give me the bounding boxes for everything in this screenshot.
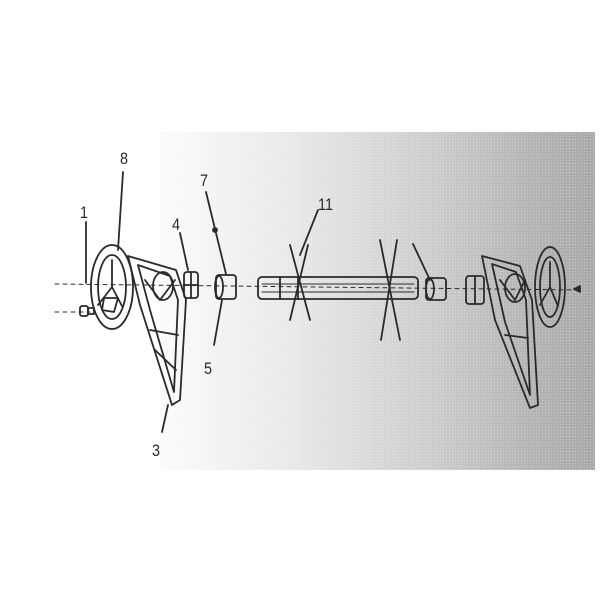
leader-line-5 bbox=[213, 299, 223, 346]
bushing-part bbox=[214, 274, 237, 300]
left-bracket-part bbox=[127, 255, 187, 406]
leader-line-8 bbox=[117, 171, 124, 251]
callout-4: 4 bbox=[172, 215, 181, 234]
right-wheel-part bbox=[534, 246, 581, 328]
callout-1: 1 bbox=[80, 203, 89, 222]
axle-part bbox=[257, 239, 419, 341]
gradient-background-band bbox=[160, 132, 595, 470]
left-wheel-part bbox=[90, 244, 134, 330]
bolt-part bbox=[79, 305, 95, 317]
bearing-part bbox=[183, 271, 199, 299]
leader-line-4 bbox=[179, 232, 189, 271]
callout-5: 5 bbox=[204, 359, 213, 378]
callout-7: 7 bbox=[200, 171, 209, 190]
right-bearing-part bbox=[465, 275, 485, 305]
callout-11: 11 bbox=[318, 195, 334, 214]
leader-line-11 bbox=[299, 209, 319, 256]
right-bracket-part bbox=[481, 255, 539, 409]
callout-3: 3 bbox=[152, 441, 161, 460]
leader-line-7 bbox=[205, 191, 227, 275]
callout-8: 8 bbox=[120, 149, 129, 168]
leader-line-3 bbox=[161, 404, 169, 433]
right-bushing-part bbox=[412, 243, 447, 301]
pin-dot bbox=[212, 227, 218, 233]
